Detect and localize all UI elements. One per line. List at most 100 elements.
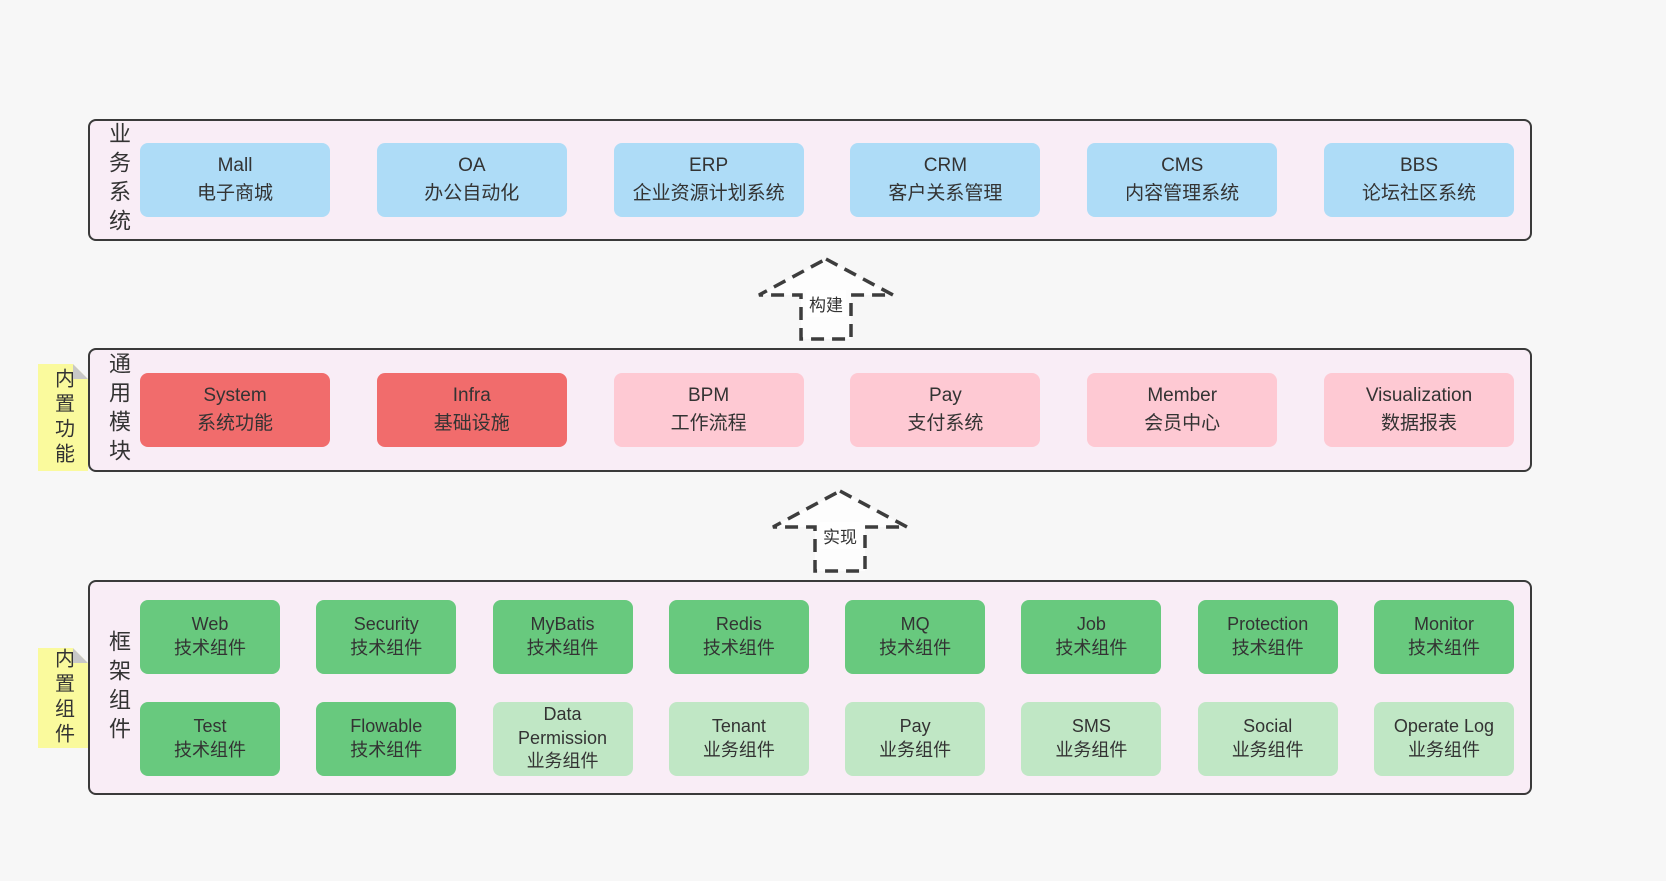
box-name: System [203, 385, 267, 407]
box-security: Security 技术组件 [316, 599, 457, 674]
framework-components-grid: Web 技术组件 Security 技术组件 MyBatis 技术组件 Redi… [140, 599, 1514, 776]
box-redis: Redis 技术组件 [668, 599, 809, 674]
box-name: CRM [923, 155, 968, 177]
note-fold-icon [73, 364, 88, 379]
box-name: ERP [689, 155, 729, 177]
box-bpm: BPM 工作流程 [613, 373, 804, 447]
box-erp: ERP 企业资源计划系统 [613, 143, 804, 217]
box-mall: Mall 电子商城 [140, 143, 330, 217]
common-modules-label: 通用模块 [106, 352, 131, 468]
box-operate-log: Operate Log 业务组件 [1373, 701, 1514, 776]
box-subtitle: 业务组件 [1231, 739, 1304, 760]
box-name: CMS [1161, 155, 1204, 177]
box-name: Data Permission [518, 703, 608, 748]
box-pay-system: Pay 支付系统 [850, 373, 1041, 447]
box-subtitle: 技术组件 [1407, 637, 1480, 658]
box-name: Protection [1227, 613, 1309, 634]
box-subtitle: 数据报表 [1380, 413, 1457, 434]
box-name: OA [458, 155, 486, 177]
box-name: Redis [715, 613, 762, 634]
box-test: Test 技术组件 [140, 701, 280, 776]
box-name: BPM [688, 385, 730, 407]
box-protection: Protection 技术组件 [1197, 599, 1338, 674]
box-name: Pay [929, 385, 962, 407]
box-sms: SMS 业务组件 [1021, 701, 1162, 776]
box-subtitle: 电子商城 [196, 183, 273, 204]
box-subtitle: 技术组件 [174, 739, 246, 760]
box-name: Flowable [350, 715, 423, 736]
implement-arrow-label: 实现 [820, 522, 860, 549]
box-mybatis: MyBatis 技术组件 [492, 599, 633, 674]
box-subtitle: 论坛社区系统 [1361, 183, 1476, 204]
framework-components-label: 框架组件 [106, 629, 131, 746]
box-social: Social 业务组件 [1197, 701, 1338, 776]
box-monitor: Monitor 技术组件 [1373, 599, 1514, 674]
box-job: Job 技术组件 [1021, 599, 1162, 674]
common-modules-boxes: System 系统功能 Infra 基础设施 BPM 工作流程 Pay 支付系统… [140, 373, 1514, 447]
note-fold-icon [73, 648, 88, 663]
box-oa: OA 办公自动化 [376, 143, 567, 217]
box-member: Member 会员中心 [1087, 373, 1278, 447]
box-subtitle: 会员中心 [1144, 413, 1221, 434]
box-subtitle: 业务组件 [879, 739, 952, 760]
builtin-features-note: 内置功能 [38, 364, 88, 471]
box-name: Pay [899, 715, 931, 736]
build-arrow-label: 构建 [806, 290, 846, 317]
builtin-features-note-text: 内置功能 [51, 367, 74, 468]
box-name: Monitor [1413, 613, 1474, 634]
builtin-components-note-text: 内置组件 [51, 648, 74, 748]
box-subtitle: 系统功能 [196, 413, 273, 434]
box-name: Tenant [711, 715, 766, 736]
box-name: SMS [1071, 715, 1111, 736]
framework-components-layer: 框架组件 Web 技术组件 Security 技术组件 MyBatis 技术组件… [88, 580, 1532, 795]
box-subtitle: 技术组件 [350, 637, 423, 658]
box-visualization: Visualization 数据报表 [1323, 373, 1514, 447]
biz-components-row: Test 技术组件 Flowable 技术组件 Data Permission … [140, 701, 1514, 776]
box-flowable: Flowable 技术组件 [316, 701, 457, 776]
box-name: Visualization [1365, 385, 1473, 407]
business-systems-label: 业务系统 [106, 122, 131, 238]
common-modules-layer: 通用模块 System 系统功能 Infra 基础设施 BPM 工作流程 Pay… [88, 348, 1532, 472]
business-systems-boxes: Mall 电子商城 OA 办公自动化 ERP 企业资源计划系统 CRM 客户关系… [140, 143, 1514, 217]
box-pay-component: Pay 业务组件 [845, 701, 986, 776]
box-crm: CRM 客户关系管理 [850, 143, 1041, 217]
box-name: Social [1243, 715, 1293, 736]
box-subtitle: 企业资源计划系统 [632, 183, 785, 204]
box-subtitle: 技术组件 [350, 739, 423, 760]
box-subtitle: 技术组件 [702, 637, 775, 658]
box-cms: CMS 内容管理系统 [1087, 143, 1278, 217]
box-name: Operate Log [1393, 715, 1494, 736]
box-mq: MQ 技术组件 [845, 599, 986, 674]
box-subtitle: 技术组件 [1231, 637, 1304, 658]
box-name: MQ [900, 613, 930, 634]
box-name: Infra [452, 385, 491, 407]
box-data-permission: Data Permission 业务组件 [492, 701, 633, 776]
box-name: Security [353, 613, 419, 634]
implement-arrow: 实现 [770, 488, 910, 574]
box-name: BBS [1399, 155, 1438, 177]
box-subtitle: 内容管理系统 [1125, 183, 1240, 204]
box-name: MyBatis [530, 613, 595, 634]
box-subtitle: 技术组件 [526, 637, 599, 658]
builtin-components-note: 内置组件 [38, 648, 88, 748]
box-name: Mall [217, 155, 253, 177]
box-bbs: BBS 论坛社区系统 [1323, 143, 1514, 217]
box-infra: Infra 基础设施 [376, 373, 567, 447]
build-arrow: 构建 [756, 256, 896, 342]
box-name: Job [1076, 613, 1106, 634]
box-web: Web 技术组件 [140, 599, 280, 674]
box-subtitle: 办公自动化 [424, 183, 520, 204]
box-subtitle: 客户关系管理 [888, 183, 1003, 204]
box-subtitle: 业务组件 [1407, 739, 1480, 760]
box-subtitle: 支付系统 [907, 413, 984, 434]
box-subtitle: 技术组件 [174, 637, 246, 658]
box-subtitle: 业务组件 [1055, 739, 1128, 760]
box-subtitle: 业务组件 [702, 739, 775, 760]
box-subtitle: 业务组件 [526, 751, 599, 772]
box-name: Test [193, 715, 227, 736]
box-subtitle: 基础设施 [433, 413, 510, 434]
box-name: Member [1147, 385, 1218, 407]
box-name: Web [191, 613, 229, 634]
box-subtitle: 工作流程 [670, 413, 747, 434]
tech-components-row: Web 技术组件 Security 技术组件 MyBatis 技术组件 Redi… [140, 599, 1514, 674]
